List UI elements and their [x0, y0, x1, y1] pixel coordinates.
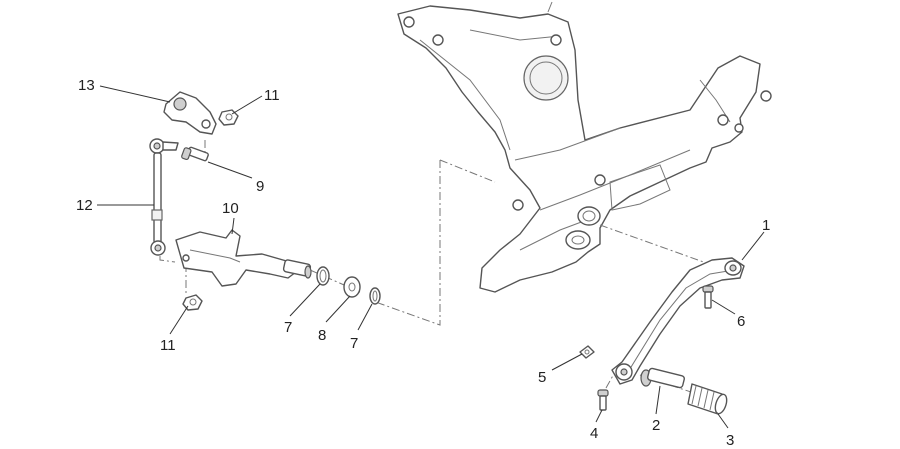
pin-part-2	[640, 367, 685, 389]
washer-part-8	[343, 276, 361, 298]
shift-lever-part-10	[175, 229, 312, 287]
callout-4: 4	[590, 425, 598, 442]
gear-lever-part-1	[611, 257, 745, 385]
callout-9: 9	[256, 178, 264, 195]
frame-bracket-plate	[397, 1, 772, 293]
callout-7-left: 7	[284, 319, 292, 336]
callout-5: 5	[538, 369, 546, 386]
circlip-part-7-left	[316, 266, 330, 286]
callout-7-right: 7	[350, 335, 358, 352]
screw-part-6	[702, 285, 714, 309]
circlip-part-7-right	[369, 287, 381, 305]
callout-2: 2	[652, 417, 660, 434]
callout-10: 10	[222, 200, 239, 217]
callout-6: 6	[737, 313, 745, 330]
screw-part-4	[597, 389, 609, 411]
callout-labels: 13 11 9 12 10 11 7 8 7 1 6 5 2 4 3	[76, 77, 770, 449]
callout-11-lower: 11	[160, 337, 176, 354]
footpeg-rubber-part-3	[687, 383, 728, 415]
screw-part-9	[181, 146, 209, 162]
callout-8: 8	[318, 327, 326, 344]
clip-part-5	[579, 345, 595, 359]
callout-1: 1	[762, 217, 770, 234]
callout-leader-lines	[97, 85, 765, 429]
callout-11-upper: 11	[264, 87, 280, 104]
callout-3: 3	[726, 432, 734, 449]
callout-13: 13	[78, 77, 95, 94]
shift-rod-part-12	[149, 138, 179, 256]
gear-shift-arm-part-13	[163, 91, 217, 135]
callout-12: 12	[76, 197, 93, 214]
nut-part-11-lower	[182, 294, 203, 311]
